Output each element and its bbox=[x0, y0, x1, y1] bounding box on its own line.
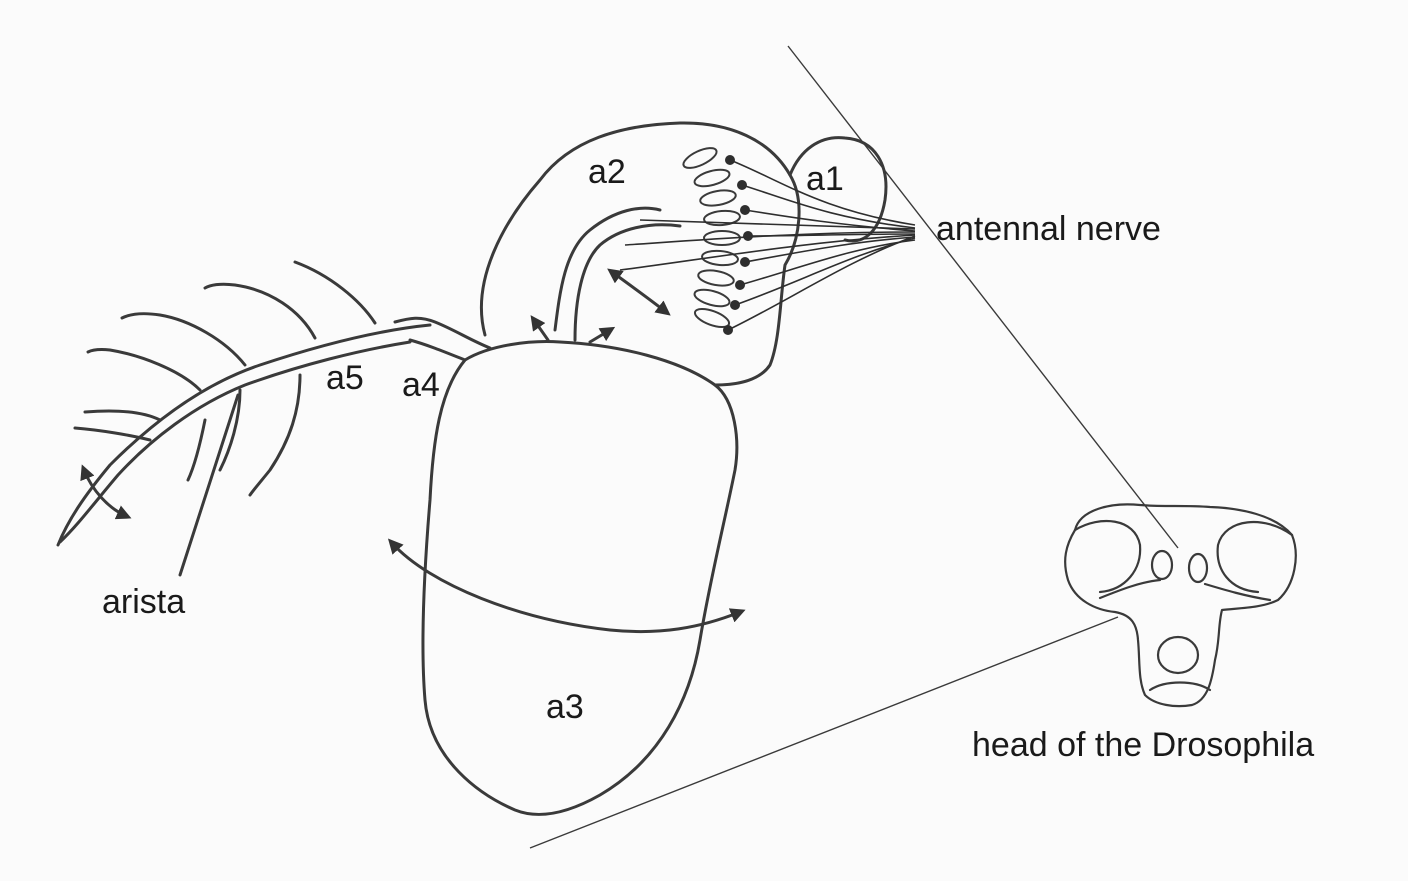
segment-a2-outline bbox=[481, 123, 799, 385]
a2-a3-joint-arrow-right bbox=[590, 330, 610, 342]
label-a5: a5 bbox=[326, 361, 364, 395]
label-a4: a4 bbox=[402, 368, 440, 402]
segment-a2-inner-chamber bbox=[555, 208, 680, 340]
label-a1: a1 bbox=[806, 162, 844, 196]
arista-pointer-line bbox=[180, 395, 238, 575]
label-a2: a2 bbox=[588, 155, 626, 189]
drosophila-head-sketch bbox=[1065, 504, 1296, 706]
label-antennal-nerve: antennal nerve bbox=[936, 212, 1161, 246]
a3-rotation-arrow bbox=[392, 543, 740, 632]
nerve-fibers bbox=[620, 160, 915, 330]
a2-a3-joint-arrow-left bbox=[534, 320, 548, 340]
label-arista: arista bbox=[102, 585, 185, 619]
segment-a3-outline bbox=[423, 342, 737, 815]
label-head-of-drosophila: head of the Drosophila bbox=[972, 728, 1314, 762]
a2-chordotonal-arrow bbox=[612, 272, 666, 312]
label-a3: a3 bbox=[546, 690, 584, 724]
arista-shaft bbox=[58, 325, 430, 545]
